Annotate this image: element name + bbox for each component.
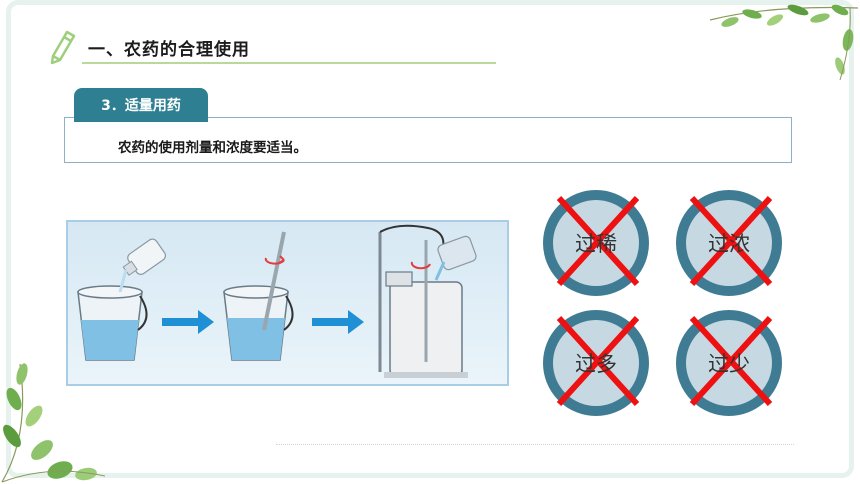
bucket-stirring-icon [223, 231, 294, 361]
dilution-steps-drawing [77, 224, 477, 378]
section-content-box [64, 117, 792, 163]
warning-too-concentrated: 过浓 [674, 188, 784, 298]
page-title: 一、农药的合理使用 [88, 40, 250, 60]
warning-label: 过浓 [708, 232, 750, 256]
warning-too-much: 过多 [541, 308, 651, 418]
section-description: 农药的使用剂量和浓度要适当。 [118, 140, 307, 156]
footer-divider [276, 444, 794, 445]
pesticide-dilution-illustration [66, 220, 509, 386]
warning-too-little: 过少 [674, 308, 784, 418]
arrow-right-icon [312, 310, 364, 334]
leaf-decoration-bottom-left [1, 363, 106, 483]
warning-label: 过多 [575, 352, 617, 376]
title-underline [82, 62, 496, 64]
section-tab: 3．适量用药 [74, 88, 208, 122]
leaf-decoration-top-right [709, 4, 859, 81]
warning-too-dilute: 过稀 [541, 188, 651, 298]
warning-label: 过少 [708, 352, 750, 376]
warning-label: 过稀 [575, 232, 617, 256]
pencil-icon [50, 30, 76, 64]
bucket-with-bottle-icon [77, 238, 167, 361]
arrow-right-icon [162, 310, 214, 334]
sprayer-icon [378, 224, 477, 378]
